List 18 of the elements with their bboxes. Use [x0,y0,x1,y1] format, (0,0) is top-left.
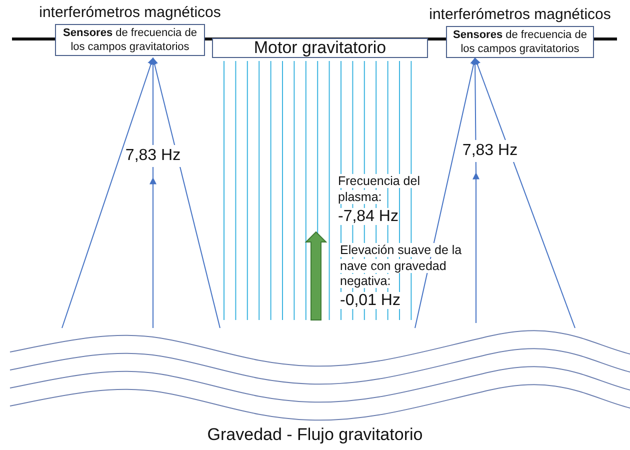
arrow [472,58,480,324]
sensor-heading: interferómetros magnéticos [39,4,221,22]
arrow [150,58,156,328]
edge-label: 7,83 Hz [461,140,519,162]
text-label: Frecuencia del plasma: [338,174,421,205]
text-label: Gravedad - Flujo gravitatorio [206,425,424,445]
engine-box: Motor gravitatorio [212,38,428,58]
text-label: -7,84 Hz [338,207,400,226]
arrow [151,57,220,328]
sensor-box: Sensores de frecuencia de los campos gravitatorios [446,26,594,58]
arrow [414,57,478,328]
text-label: Elevación suave de la nave con gravedad negativa: [340,243,463,290]
edge-label: 7,83 Hz [124,145,182,167]
arrow [62,57,154,328]
arrow [474,57,576,328]
text-label: -0,01 Hz [340,291,402,310]
sensor-box: Sensores de frecuencia de los campos gravitatorios [55,24,205,56]
sensor-heading: interferómetros magnéticos [429,6,611,24]
